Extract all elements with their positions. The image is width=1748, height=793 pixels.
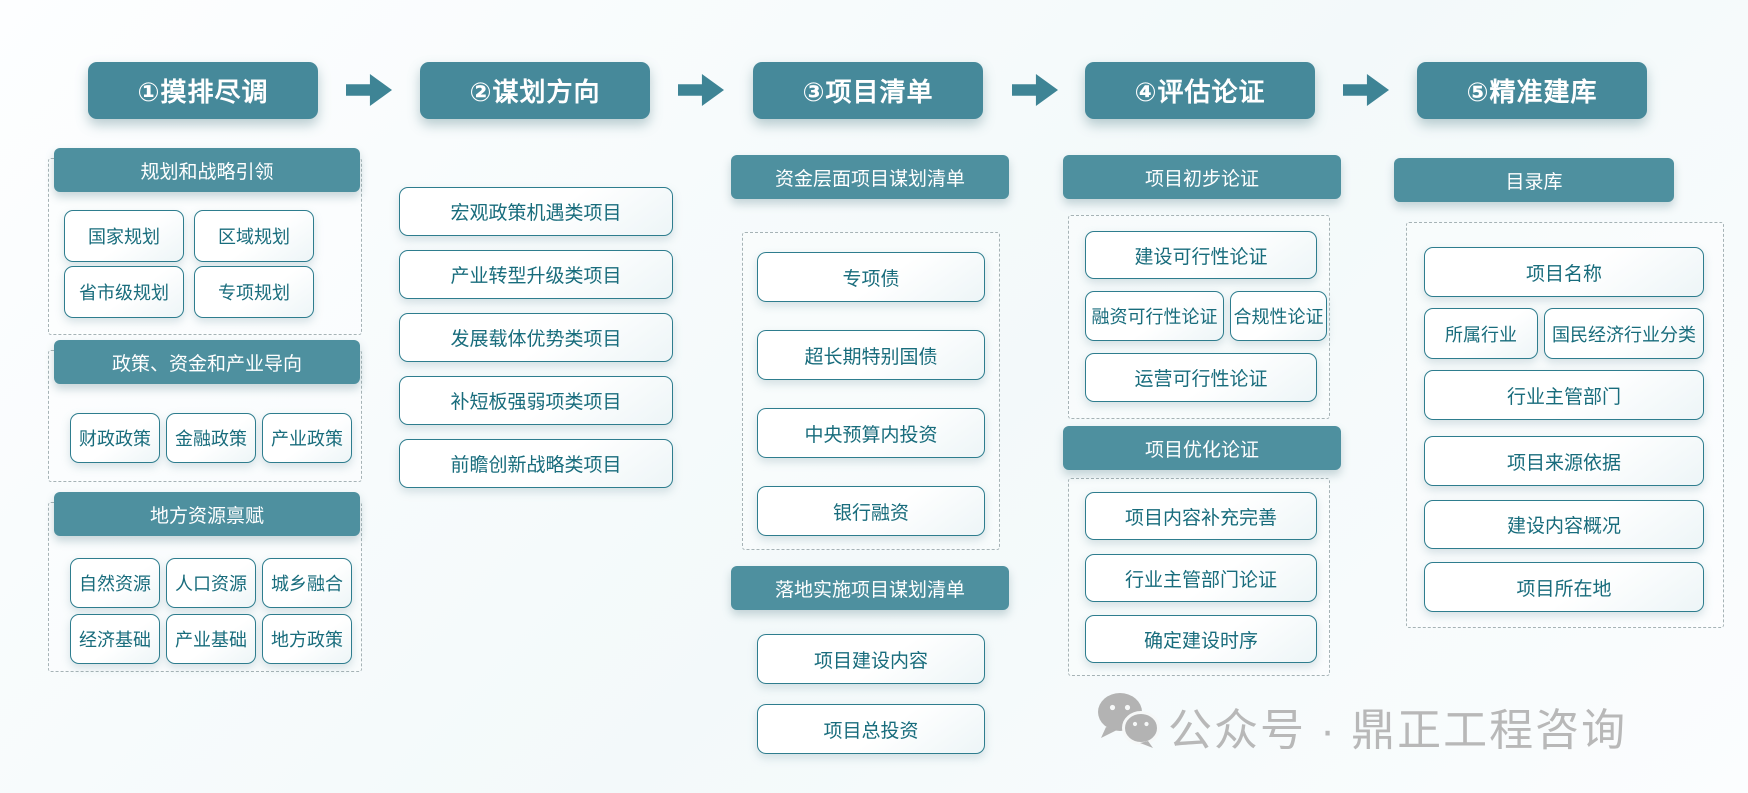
item-box: 确定建设时序 [1085, 615, 1317, 663]
item-box: 国家规划 [64, 210, 184, 262]
arrow-right-icon [678, 74, 724, 106]
step-header-5: ⑤精准建库 [1417, 62, 1647, 119]
item-box: 产业基础 [166, 614, 256, 664]
item-box: 产业转型升级类项目 [399, 250, 673, 299]
item-box: 区域规划 [194, 210, 314, 262]
item-box: 行业主管部门 [1424, 370, 1704, 420]
item-box: 自然资源 [70, 558, 160, 608]
group-title-policy-funding-industry: 政策、资金和产业导向 [54, 340, 360, 384]
item-box: 合规性论证 [1230, 291, 1327, 341]
item-box: 专项债 [757, 252, 985, 302]
item-box: 专项规划 [194, 266, 314, 318]
group-title-preliminary-review: 项目初步论证 [1063, 155, 1341, 199]
arrow-right-icon [1343, 74, 1389, 106]
group-title-implementation-list: 落地实施项目谋划清单 [731, 566, 1009, 610]
arrow-right-icon [346, 74, 392, 106]
item-box: 项目所在地 [1424, 562, 1704, 612]
item-box: 项目来源依据 [1424, 436, 1704, 486]
group-title-local-resources: 地方资源禀赋 [54, 492, 360, 536]
step-header-2: ②谋划方向 [420, 62, 650, 119]
item-box: 超长期特别国债 [757, 330, 985, 380]
item-box: 发展载体优势类项目 [399, 313, 673, 362]
item-box: 省市级规划 [64, 266, 184, 318]
step-header-1: ①摸排尽调 [88, 62, 318, 119]
item-box: 建设内容概况 [1424, 500, 1704, 549]
item-box: 城乡融合 [262, 558, 352, 608]
group-title-planning-strategy: 规划和战略引领 [54, 148, 360, 192]
item-box: 行业主管部门论证 [1085, 554, 1317, 602]
item-box: 宏观政策机遇类项目 [399, 187, 673, 236]
step-header-4: ④评估论证 [1085, 62, 1315, 119]
item-box: 银行融资 [757, 486, 985, 536]
item-box: 补短板强弱项类项目 [399, 376, 673, 425]
item-box: 中央预算内投资 [757, 408, 985, 458]
item-box: 国民经济行业分类 [1544, 308, 1704, 359]
item-box: 项目内容补充完善 [1085, 492, 1317, 540]
item-box: 前瞻创新战略类项目 [399, 439, 673, 488]
arrow-right-icon [1012, 74, 1058, 106]
wechat-icon [1096, 692, 1160, 753]
item-box: 项目总投资 [757, 704, 985, 754]
group-title-funding-list: 资金层面项目谋划清单 [731, 155, 1009, 199]
item-box: 人口资源 [166, 558, 256, 608]
item-box: 地方政策 [262, 614, 352, 664]
item-box: 运营可行性论证 [1085, 353, 1317, 402]
step-header-3: ③项目清单 [753, 62, 983, 119]
item-box: 项目建设内容 [757, 634, 985, 684]
item-box: 金融政策 [166, 413, 256, 463]
item-box: 财政政策 [70, 413, 160, 463]
group-title-optimization-review: 项目优化论证 [1063, 426, 1341, 470]
item-box: 建设可行性论证 [1085, 231, 1317, 279]
item-box: 融资可行性论证 [1085, 291, 1224, 341]
watermark-text: 公众号 · 鼎正工程咨询 [1168, 706, 1628, 755]
item-box: 产业政策 [262, 413, 352, 463]
item-box: 项目名称 [1424, 247, 1704, 297]
item-box: 所属行业 [1424, 308, 1538, 359]
item-box: 经济基础 [70, 614, 160, 664]
group-title-catalog-library: 目录库 [1394, 158, 1674, 202]
